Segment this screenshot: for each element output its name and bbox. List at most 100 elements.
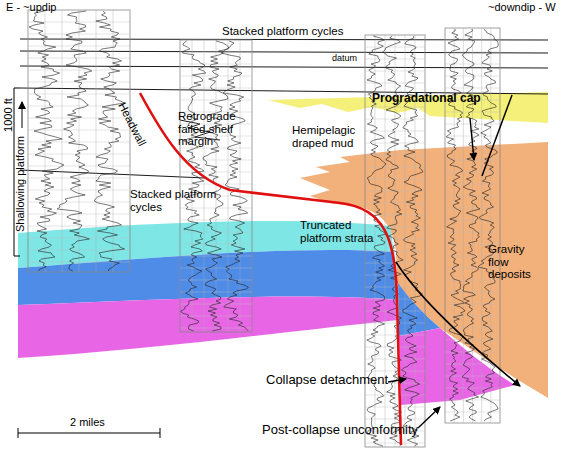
log-grid — [216, 40, 217, 332]
log-grid — [113, 10, 114, 272]
log-trace — [446, 29, 465, 421]
log-grid — [445, 304, 500, 305]
log-grid — [365, 167, 425, 168]
log-grid — [62, 10, 63, 272]
log-grid — [445, 136, 500, 137]
stratal-line — [20, 51, 548, 53]
shallowing-arrow — [22, 102, 23, 128]
log-grid — [28, 22, 130, 23]
log-grid — [365, 47, 425, 48]
log-trace — [94, 11, 125, 271]
log-trace — [222, 41, 249, 331]
label-text: ~downdip - W — [488, 1, 573, 13]
slip-arrow — [470, 118, 474, 160]
log-grid — [365, 359, 425, 360]
well-logs — [28, 10, 500, 447]
log-grid — [463, 28, 464, 423]
log-grid — [180, 292, 252, 293]
log-grid — [28, 106, 130, 107]
log-grid — [28, 178, 130, 179]
log-grid — [180, 76, 252, 77]
log-trace — [203, 41, 229, 331]
log-grid — [445, 52, 500, 53]
label-text: Hemipelagic draped mud — [292, 124, 387, 149]
log-grid — [445, 184, 500, 185]
log-trace — [29, 11, 64, 271]
log-grid — [365, 299, 425, 300]
log-grid — [28, 166, 130, 167]
magenta-platform-unit — [18, 297, 398, 358]
log-grid — [180, 220, 252, 221]
log-grid — [28, 46, 130, 47]
log-grid — [180, 328, 252, 329]
label-text: Retrograde failed shelf margin — [178, 110, 256, 148]
log-grid — [365, 239, 425, 240]
label-text: Stacked platform cycles — [222, 25, 362, 38]
log-grid — [445, 388, 500, 389]
log-grid — [28, 190, 130, 191]
log-grid — [365, 71, 425, 72]
log-trace — [181, 41, 206, 331]
log-grid — [180, 244, 252, 245]
log-grid — [365, 311, 425, 312]
log-trace — [57, 11, 92, 271]
log-grid — [454, 28, 455, 423]
log-grid — [365, 227, 425, 228]
log-grid — [180, 160, 252, 161]
log-grid — [180, 256, 252, 257]
unconformity-line — [396, 262, 520, 386]
label-text: Headwall — [112, 93, 152, 156]
label-text: 1000 ft — [2, 89, 14, 141]
label-text: Gravity flow deposits — [488, 243, 543, 281]
scale-bar — [18, 428, 160, 438]
log-trace — [478, 29, 498, 421]
label-text: Shallowing platform — [14, 124, 26, 244]
leader-arrow — [418, 407, 440, 428]
log-grid — [180, 52, 252, 53]
stratal-lines — [20, 39, 548, 178]
log-grid — [180, 280, 252, 281]
log-grid — [240, 40, 241, 332]
well-log — [180, 40, 252, 332]
log-grid — [96, 10, 97, 272]
log-grid — [180, 172, 252, 173]
log-trace — [462, 29, 480, 421]
log-grid — [365, 323, 425, 324]
growth-fault — [482, 95, 512, 176]
log-grid — [180, 268, 252, 269]
well-log — [28, 10, 130, 272]
log-grid — [28, 94, 130, 95]
log-grid — [445, 400, 500, 401]
blue-platform-unit — [18, 250, 397, 305]
label-text: E - ~updip — [6, 1, 96, 13]
log-grid — [365, 419, 425, 420]
log-frame — [28, 10, 130, 272]
log-grid — [365, 155, 425, 156]
log-grid — [365, 203, 425, 204]
log-grid — [445, 172, 500, 173]
well-log — [445, 28, 500, 423]
log-grid — [204, 40, 205, 332]
log-frame — [445, 28, 500, 423]
log-grid — [180, 316, 252, 317]
label-text: Post-collapse unconformity — [262, 423, 442, 437]
label-text: 2 miles — [70, 416, 130, 428]
headwall-surface — [140, 93, 401, 445]
label-text: Stacked platform cycles — [130, 188, 218, 213]
log-frame — [180, 40, 252, 332]
log-grid — [180, 232, 252, 233]
log-grid — [445, 292, 500, 293]
label-text: Truncated platform strata — [300, 219, 392, 244]
log-grid — [445, 376, 500, 377]
leader-arrow — [388, 379, 406, 382]
log-grid — [481, 28, 482, 423]
label-text: Collapse detachment — [266, 373, 406, 387]
log-grid — [180, 100, 252, 101]
log-grid — [365, 347, 425, 348]
log-grid — [365, 83, 425, 84]
log-grid — [445, 112, 500, 113]
label-text: Progradational cap — [372, 92, 522, 105]
